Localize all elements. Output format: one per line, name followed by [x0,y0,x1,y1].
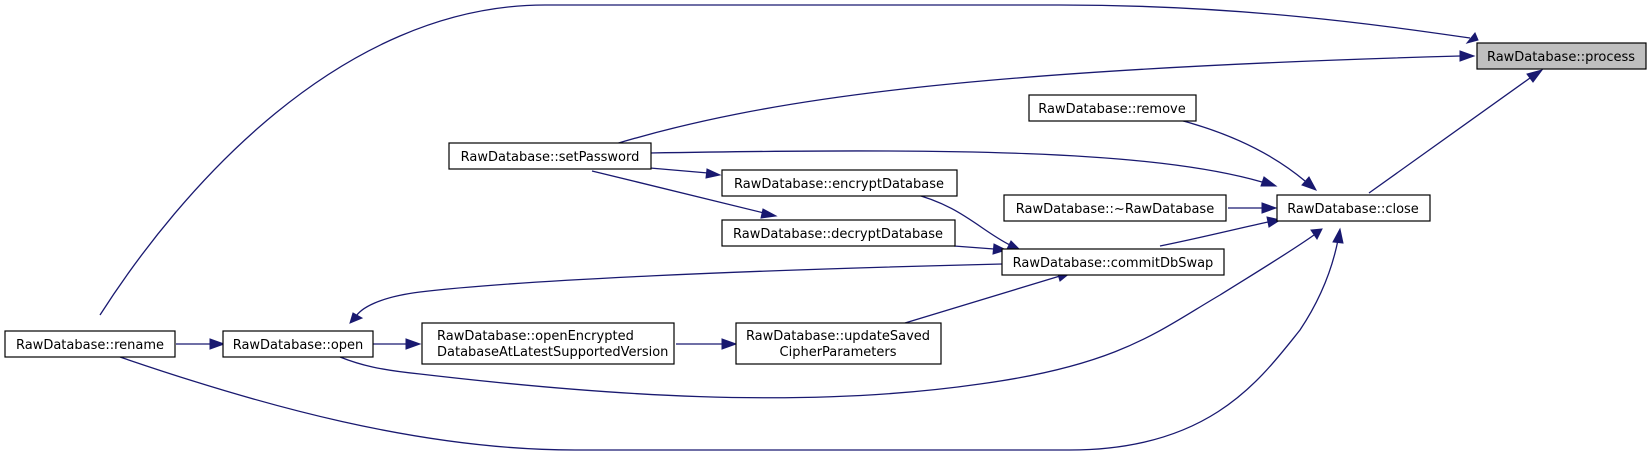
arrowhead-decryptDatabase-from-setPassword [760,208,778,219]
call-graph-nodes: RawDatabase::process RawDatabase::remove… [4,42,1647,365]
arrowhead-close-from-destructor [1261,202,1278,214]
node-label: RawDatabase::encryptDatabase [734,177,944,192]
node-label: RawDatabase::close [1287,202,1419,217]
edge-rename-to-close [119,239,1339,451]
node-destructor[interactable]: RawDatabase::~RawDatabase [1003,194,1227,222]
edge-updateSaved-to-commitDbSwap [904,275,1061,324]
node-label-line-1: RawDatabase::updateSaved [746,329,930,344]
arrowhead-close-from-remove [1301,176,1318,191]
arrowhead-open-from-rename [209,338,226,350]
node-rename[interactable]: RawDatabase::rename [4,330,176,358]
node-label: RawDatabase::decryptDatabase [733,227,943,242]
arrowhead-process-from-rename [1465,32,1479,44]
arrowhead-close-from-rename [1332,227,1344,244]
node-encryptDatabase[interactable]: RawDatabase::encryptDatabase [721,169,958,197]
node-label: RawDatabase::rename [16,338,164,353]
arrowhead-process-from-close [1526,69,1544,83]
arrowhead-openEncrypted-from-open [405,338,422,350]
arrowhead-close-from-setPassword [1260,176,1278,187]
node-commitDbSwap[interactable]: RawDatabase::commitDbSwap [1001,248,1225,276]
arrowhead-commitDbSwap-from-decryptDatabase [992,243,1008,255]
node-label: RawDatabase::process [1487,50,1635,65]
arrowhead-open-from-commitDbSwap [349,312,364,324]
arrowhead-updateSaved-from-openEncrypted [721,338,738,350]
node-open[interactable]: RawDatabase::open [222,330,374,358]
node-label: RawDatabase::remove [1038,102,1186,117]
node-close[interactable]: RawDatabase::close [1276,194,1431,222]
node-label-line-2: CipherParameters [780,345,897,360]
edge-close-to-process [1368,77,1531,194]
node-label-line-1: RawDatabase::openEncrypted [437,329,634,344]
node-label: RawDatabase::commitDbSwap [1013,256,1214,271]
edge-commitDbSwap-to-close [1159,221,1269,247]
edge-encryptDatabase-to-commitDbSwap [909,192,1011,246]
edge-setPassword-to-decryptDatabase [591,170,765,214]
edge-setPassword-to-process [611,55,1461,146]
arrowhead-encryptDatabase-from-setPassword [705,168,722,179]
node-label-line-2: DatabaseAtLatestSupportedVersion [437,345,668,360]
edge-rename-to-process [99,4,1471,316]
arrowhead-close-from-open [1310,228,1323,240]
arrowhead-process-from-setPassword [1459,50,1476,62]
edge-remove-to-close [1171,117,1306,182]
node-updateSaved[interactable]: RawDatabase::updateSaved CipherParameter… [735,322,942,365]
edge-setPassword-to-encryptDatabase [649,167,709,174]
node-decryptDatabase[interactable]: RawDatabase::decryptDatabase [721,219,956,247]
node-openEncrypted[interactable]: RawDatabase::openEncrypted DatabaseAtLat… [421,322,675,365]
call-graph-edges [99,4,1531,451]
node-remove[interactable]: RawDatabase::remove [1028,94,1197,122]
edge-setPassword-to-close [649,150,1263,183]
edge-commitDbSwap-to-open [354,263,1003,319]
node-label: RawDatabase::open [233,338,364,353]
edge-open-to-close [339,234,1315,399]
node-label: RawDatabase::~RawDatabase [1016,202,1214,217]
edge-decryptDatabase-to-commitDbSwap [953,245,995,250]
node-setPassword[interactable]: RawDatabase::setPassword [448,142,652,170]
node-process[interactable]: RawDatabase::process [1476,42,1647,70]
node-label: RawDatabase::setPassword [461,150,640,165]
